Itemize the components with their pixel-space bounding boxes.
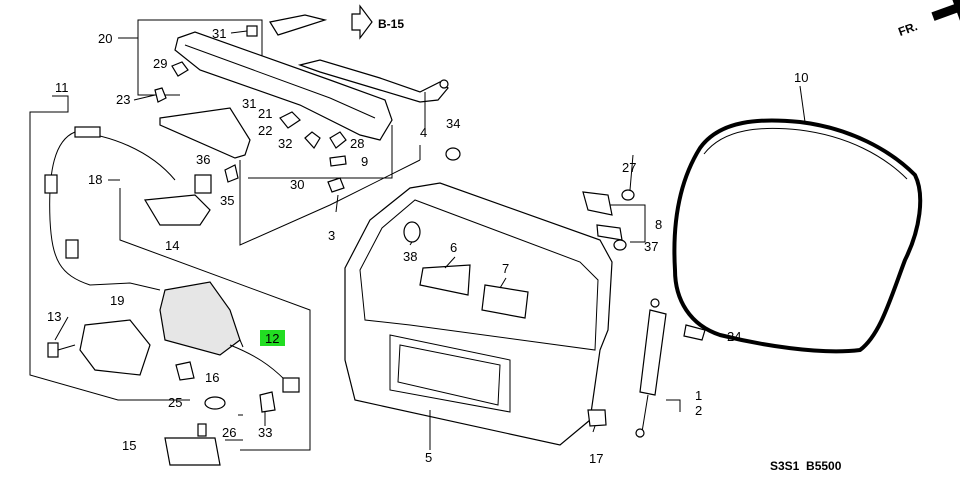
callout-16: 16: [205, 370, 219, 385]
callout-9: 9: [361, 154, 368, 169]
callout-28: 28: [350, 136, 364, 151]
weatherstrip-group: [672, 85, 923, 354]
hinge-group: [445, 147, 706, 438]
callout-7: 7: [502, 261, 509, 276]
screw-part-35: [224, 164, 239, 183]
callout-13: 13: [47, 309, 61, 324]
callout-6: 6: [450, 240, 457, 255]
bracket-part-15: [164, 437, 221, 466]
highlight-box: [260, 330, 285, 346]
callout-38: 38: [403, 249, 417, 264]
bolt-part-37: [613, 239, 627, 251]
cable-clamp-part: [44, 174, 58, 194]
weatherstrip-part-10: [672, 118, 923, 354]
callout-2: 2: [695, 403, 702, 418]
handle-part-14: [143, 194, 211, 226]
grommet-part-25: [204, 396, 226, 410]
light-garnish-part: [159, 107, 251, 159]
tailgate-part-5: [344, 182, 613, 446]
bolt-part-24: [683, 324, 706, 341]
callout-18: 18: [88, 172, 102, 187]
callout-11: 11: [55, 80, 69, 95]
tailgate-group: [344, 182, 613, 450]
clip-part-33: [259, 391, 276, 413]
callout-5: 5: [425, 450, 432, 465]
screw-part: [154, 87, 167, 103]
callout-21: 21: [258, 106, 272, 121]
plug-part-34: [445, 147, 461, 161]
bolt-part-32: [304, 131, 321, 150]
callout-8: 8: [655, 217, 662, 232]
callout-27: 27: [622, 160, 636, 175]
panel-part-6: [419, 264, 471, 296]
spoiler-part: [174, 31, 393, 141]
callout-30: 30: [290, 177, 304, 192]
callout-24: 24: [727, 329, 741, 344]
panel-part-7: [481, 284, 529, 319]
callout-19: 19: [110, 293, 124, 308]
bumper-part-17: [587, 409, 607, 427]
spoiler-group: [118, 14, 449, 141]
harness-part: [297, 59, 449, 103]
callout-22: 22: [258, 123, 272, 138]
cable-clamp-part-2: [65, 239, 79, 259]
reference-arrow: B-15: [351, 4, 404, 40]
bracket-part-22: [279, 111, 301, 129]
gas-stay-part: [639, 309, 667, 396]
diagram-code: S3S1 B5500: [770, 459, 842, 473]
callout-35: 35: [220, 193, 234, 208]
bolt-part-13: [47, 342, 59, 358]
hinge-part-2: [596, 224, 623, 241]
nut-part: [171, 61, 189, 77]
bumper-part-38: [403, 221, 421, 243]
latch-part-12: [159, 281, 241, 356]
callout-37: 37: [644, 239, 658, 254]
callout-14: 14: [165, 238, 179, 253]
callout-23: 23: [116, 92, 130, 107]
wire-bracket-part: [269, 14, 328, 36]
latch-group: [47, 281, 300, 466]
hinge-part: [582, 191, 613, 216]
callout-4: 4: [420, 125, 427, 140]
screw-part-26: [197, 423, 207, 437]
callout-26: 26: [222, 425, 236, 440]
bolt-part-27: [621, 189, 635, 201]
callout-3: 3: [328, 228, 335, 243]
cable-end-part: [74, 126, 101, 138]
callout-12[interactable]: 12: [265, 331, 279, 346]
callout-29: 29: [153, 56, 167, 71]
callout-10: 10: [794, 70, 808, 85]
screw-part-28: [329, 131, 347, 149]
leader-lines: [54, 30, 634, 441]
clip-part: [246, 25, 258, 37]
cable-group: [29, 95, 311, 451]
callout-1: 1: [695, 388, 702, 403]
reference-arrow-icon: [351, 4, 373, 40]
callout-20: 20: [98, 31, 112, 46]
connector-part: [282, 377, 300, 393]
clip-part-16: [175, 361, 195, 381]
garnish-group: [159, 107, 421, 246]
callout-15: 15: [122, 438, 136, 453]
clip-part-9: [329, 155, 347, 167]
callout-32: 32: [278, 136, 292, 151]
callout-31-top: 31: [212, 26, 226, 41]
callout-25: 25: [168, 395, 182, 410]
callout-33: 33: [258, 425, 272, 440]
callout-31-mid: 31: [242, 96, 256, 111]
callout-17: 17: [589, 451, 603, 466]
nut-part-30: [327, 177, 345, 193]
clip-part-36: [194, 174, 212, 194]
actuator-part-19: [79, 319, 151, 376]
front-arrow-icon: [931, 0, 960, 21]
callout-labels: 1 2 3 4 5 6 7 8 9 10 11 12 13 14 15 16 1…: [47, 26, 808, 466]
reference-label: B-15: [378, 17, 404, 31]
direction-indicator: FR.: [896, 0, 960, 39]
callout-36: 36: [196, 152, 210, 167]
callout-34: 34: [446, 116, 460, 131]
direction-label: FR.: [896, 19, 919, 39]
